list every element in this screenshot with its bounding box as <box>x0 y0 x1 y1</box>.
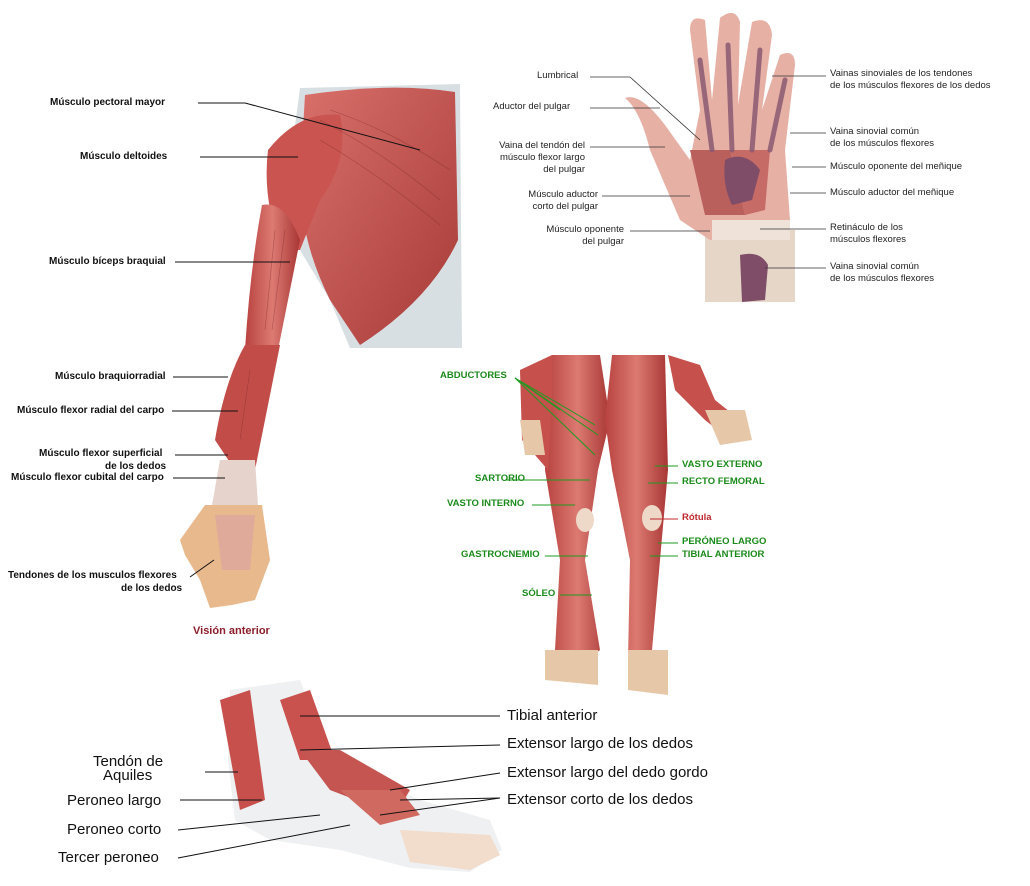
label-tendon-aquiles-2: Aquiles <box>103 767 153 784</box>
label-abductores: ABDUCTORES <box>440 370 507 381</box>
label-recto-femoral: RECTO FEMORAL <box>682 476 765 487</box>
label-peroneo-largo: Peroneo largo <box>67 792 162 809</box>
label-lumbrical: Lumbrical <box>537 70 579 81</box>
label-flexor-superficial: Músculo flexor superficial <box>39 448 163 459</box>
label-tibial-anterior-foot: Tibial anterior <box>507 707 598 724</box>
label-vasto-interno: VASTO INTERNO <box>447 498 525 509</box>
label-vaina-sinovial-comun-b: Vaina sinovial común <box>830 261 920 272</box>
label-retinaculo: Retináculo de los <box>830 222 903 233</box>
label-tercer-peroneo: Tercer peroneo <box>58 849 159 866</box>
label-oponente-pulgar: Músculo oponente <box>546 224 624 235</box>
label-biceps-braquial: Músculo bíceps braquial <box>49 256 166 267</box>
label-vainas-sinoviales: Vainas sinoviales de los tendones <box>830 68 973 79</box>
label-flexor-radial-carpo: Músculo flexor radial del carpo <box>17 405 165 416</box>
label-tendon-aquiles: Tendón de <box>93 753 164 770</box>
label-vaina-sinovial-comun-2: de los músculos flexores <box>830 138 935 149</box>
label-vasto-externo: VASTO EXTERNO <box>682 459 763 470</box>
label-gastrocnemio: GASTROCNEMIO <box>461 549 540 560</box>
label-sartorio: SARTORIO <box>475 473 525 484</box>
label-extensor-largo-dedos: Extensor largo de los dedos <box>507 735 693 752</box>
label-vaina-tendon: Vaina del tendón del <box>499 140 585 151</box>
label-pectoral-mayor: Músculo pectoral mayor <box>50 97 166 108</box>
label-deltoides: Músculo deltoides <box>80 151 168 162</box>
arm-caption: Visión anterior <box>193 625 270 637</box>
label-aductor-corto-2: corto del pulgar <box>532 201 598 212</box>
label-vaina-tendon-2: músculo flexor largo <box>499 152 585 163</box>
arm-illustration <box>180 84 462 608</box>
label-oponente-menique: Músculo oponente del meñique <box>830 161 963 172</box>
label-aductor-pulgar: Aductor del pulgar <box>493 101 571 112</box>
label-rotula: Rótula <box>682 512 712 523</box>
hand-illustration <box>625 12 795 302</box>
label-aductor-corto: Músculo aductor <box>528 189 598 200</box>
label-flexor-cubital-carpo: Músculo flexor cubital del carpo <box>11 472 164 483</box>
label-vaina-sinovial-comun-b-2: de los músculos flexores <box>830 273 935 284</box>
leader-lines <box>172 102 501 859</box>
foot-illustration <box>220 680 502 872</box>
label-oponente-pulgar-2: del pulgar <box>582 236 624 247</box>
label-peroneo-corto: Peroneo corto <box>67 821 162 838</box>
label-extensor-largo-dedo-gordo: Extensor largo del dedo gordo <box>507 764 708 781</box>
label-vaina-tendon-3: del pulgar <box>543 164 585 175</box>
label-braquiorradial: Músculo braquiorradial <box>55 371 166 382</box>
label-flexor-superficial-2: de los dedos <box>105 461 167 472</box>
label-peroneo-largo: PERÓNEO LARGO <box>682 536 767 547</box>
label-tendones-flexores: Tendones de los musculos flexores <box>8 570 177 581</box>
label-vaina-sinovial-comun: Vaina sinovial común <box>830 126 920 137</box>
label-tendones-flexores-2: de los dedos <box>121 583 183 594</box>
label-aductor-menique: Músculo aductor del meñique <box>830 187 955 198</box>
label-soleo: SÓLEO <box>522 588 556 599</box>
legs-illustration <box>505 355 752 695</box>
label-tibial-anterior: TIBIAL ANTERIOR <box>682 549 765 560</box>
label-extensor-corto-dedos: Extensor corto de los dedos <box>507 791 693 808</box>
label-retinaculo-2: músculos flexores <box>830 234 907 245</box>
label-vainas-sinoviales-2: de los músculos flexores de los dedos <box>830 80 991 91</box>
